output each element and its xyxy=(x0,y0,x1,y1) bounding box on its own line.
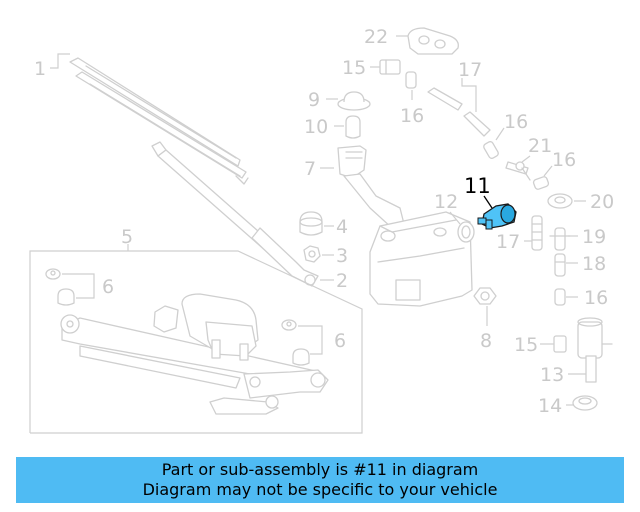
leader-5-box xyxy=(29,250,363,434)
leader-12 xyxy=(449,211,461,225)
callout-10: 10 xyxy=(304,116,328,138)
hose-fitting-part xyxy=(554,288,566,306)
callout-17-top: 17 xyxy=(458,59,482,81)
hose-fitting-part xyxy=(483,141,499,159)
callout-16-c: 16 xyxy=(552,149,576,171)
hose-fitting-part xyxy=(405,71,417,89)
leader-16c xyxy=(543,165,553,177)
hose-part xyxy=(427,87,491,137)
washer-reservoir-part xyxy=(369,211,473,307)
callout-14: 14 xyxy=(538,395,562,417)
callout-6-right: 6 xyxy=(334,330,346,352)
callout-11: 11 xyxy=(464,174,491,198)
leader-6b xyxy=(298,325,323,355)
washer-nozzle-part xyxy=(407,27,459,55)
callout-20: 20 xyxy=(590,191,614,213)
callout-2: 2 xyxy=(336,270,348,292)
connector-part xyxy=(553,335,567,353)
tee-connector-part xyxy=(549,227,571,251)
callout-7: 7 xyxy=(304,158,316,180)
nut-part xyxy=(473,287,497,305)
connector-part xyxy=(379,59,401,75)
callout-16-d: 16 xyxy=(584,287,608,309)
cap-part xyxy=(299,211,323,236)
callout-3: 3 xyxy=(336,245,348,267)
callout-16-b: 16 xyxy=(504,111,528,133)
grommet-part xyxy=(547,193,573,209)
washer-pump-part xyxy=(577,317,613,383)
hose-fitting-part xyxy=(532,176,550,190)
grommet-part xyxy=(45,268,75,306)
callout-16-a: 16 xyxy=(400,105,424,127)
cap-part xyxy=(337,91,371,111)
grommet-ring-part xyxy=(457,221,475,243)
callout-21: 21 xyxy=(528,135,552,157)
callout-18: 18 xyxy=(582,253,606,275)
callout-15-top: 15 xyxy=(342,57,366,79)
washer-pump-highlighted-part xyxy=(477,203,517,230)
wiper-blade-part xyxy=(69,57,249,185)
callout-12: 12 xyxy=(434,191,458,213)
seal-part xyxy=(345,115,361,139)
callout-15-bottom: 15 xyxy=(514,334,538,356)
callout-1: 1 xyxy=(34,58,46,80)
info-banner: Part or sub-assembly is #11 in diagram D… xyxy=(16,457,624,503)
nut-part xyxy=(303,245,321,263)
callout-9: 9 xyxy=(308,89,320,111)
leader-17a xyxy=(461,78,477,112)
callout-13: 13 xyxy=(540,364,564,386)
tee-joint-part xyxy=(505,161,531,181)
check-valve-part xyxy=(531,215,543,251)
callout-22: 22 xyxy=(364,26,388,48)
joint-part xyxy=(554,253,566,277)
parts-diagram: 1 2 3 4 5 6 6 7 8 9 10 11 12 13 14 15 15… xyxy=(29,26,614,434)
leader-16b xyxy=(495,127,505,141)
wiper-motor-linkage-part xyxy=(60,293,329,415)
banner-line-1: Part or sub-assembly is #11 in diagram xyxy=(161,460,479,479)
leader-21 xyxy=(521,155,531,163)
callout-8: 8 xyxy=(480,330,492,352)
banner-line-2: Diagram may not be specific to your vehi… xyxy=(142,480,498,499)
callout-17-bottom: 17 xyxy=(496,231,520,253)
leader-1 xyxy=(50,53,70,69)
pump-grommet-part xyxy=(572,395,598,411)
filler-neck-part xyxy=(337,145,405,229)
wiper-arm-part xyxy=(151,141,319,287)
callout-5: 5 xyxy=(121,226,133,248)
grommet-part xyxy=(281,319,310,366)
leader-6a xyxy=(62,273,95,299)
callout-4: 4 xyxy=(336,216,348,238)
callout-6-left: 6 xyxy=(102,276,114,298)
leader-11 xyxy=(483,195,493,209)
callout-19: 19 xyxy=(582,226,606,248)
